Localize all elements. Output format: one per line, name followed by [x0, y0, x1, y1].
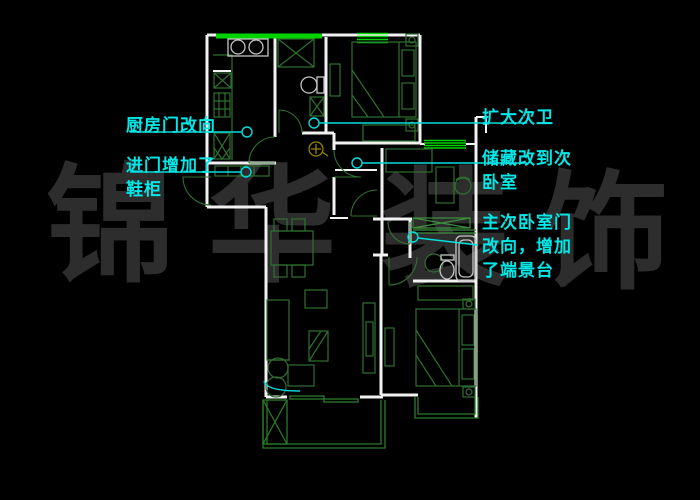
watermark-character: 饰: [541, 158, 670, 308]
annotation-enlarge-bathroom: 扩大次卫: [482, 108, 554, 127]
leader-marker: [407, 231, 419, 243]
watermark-character: 华: [208, 151, 337, 301]
annotation-storage-line2: 卧室: [482, 173, 518, 192]
annotation-entry-shoe-line2: 鞋柜: [126, 180, 162, 199]
annotation-leaders: [130, 117, 527, 392]
leader-marker: [240, 166, 252, 178]
watermark-character: 锦: [46, 151, 175, 301]
top-bedroom-furniture: [329, 33, 419, 142]
annotation-entry-shoe-line1: 进门增加了: [126, 156, 216, 175]
walls: [205, 33, 487, 418]
windows: [216, 32, 466, 149]
master-bath-fixtures: [424, 235, 477, 282]
leader-marker: [351, 157, 363, 169]
kitchen-fixtures: [213, 38, 269, 161]
bay-window: [414, 397, 479, 419]
living-dining-furniture: [214, 165, 376, 398]
annotation-bedroom-doors-line1: 主次卧室门: [482, 213, 572, 232]
annotation-kitchen-door: 厨房门改向: [126, 116, 216, 135]
annotation-bedroom-doors-line3: 了端景台: [482, 261, 554, 280]
leader-marker: [241, 126, 253, 138]
annotation-bedroom-doors-line2: 改向，增加: [482, 237, 572, 256]
secondary-bedroom-furniture: [385, 148, 476, 234]
balcony: [262, 395, 386, 449]
leader-marker: [308, 117, 320, 129]
annotation-storage-line1: 储藏改到次: [482, 149, 572, 168]
master-bedroom-furniture: [384, 285, 477, 398]
bathroom-fixtures: [277, 38, 329, 157]
